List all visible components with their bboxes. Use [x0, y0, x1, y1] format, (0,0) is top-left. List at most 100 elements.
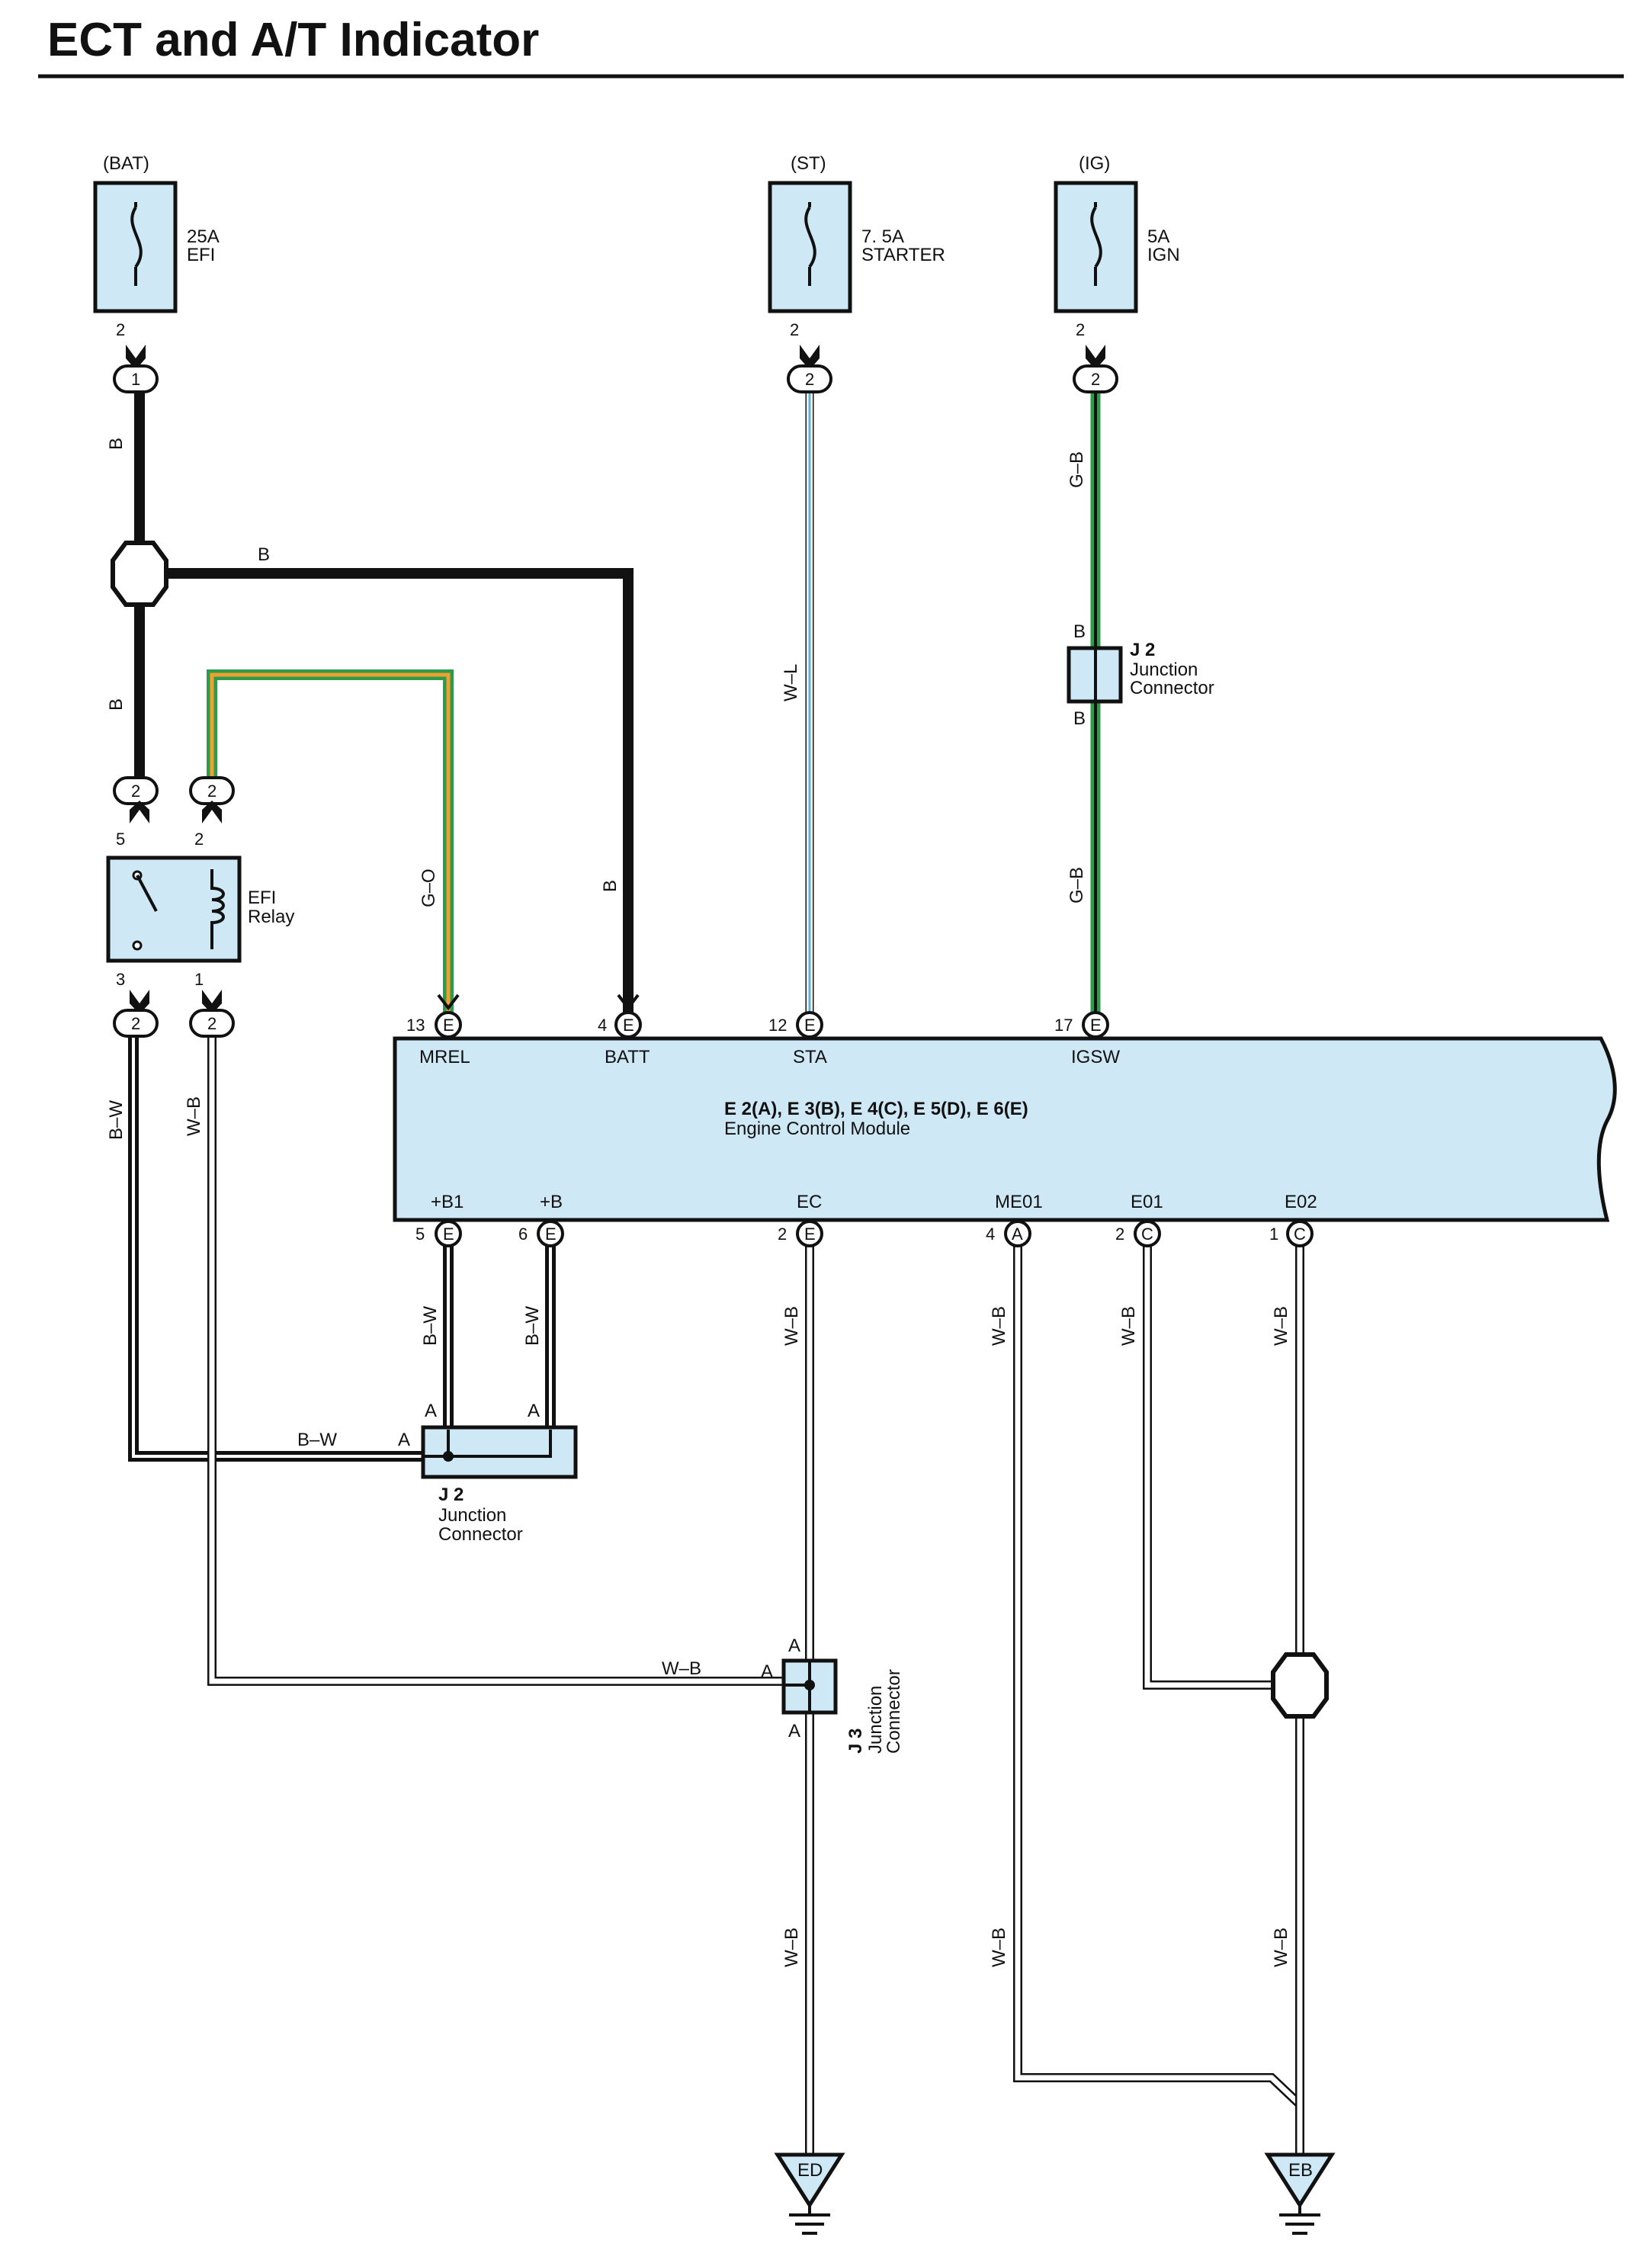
- wire-relay-bw: [128, 1029, 427, 1462]
- ecm-terminal-e02: E02 1 C: [1269, 1192, 1317, 1247]
- terminal-label: ME01: [995, 1192, 1043, 1212]
- wire-label: G–O: [419, 868, 439, 907]
- wire-label: B: [106, 698, 127, 711]
- ecm-terminal-ec: EC 2 E: [778, 1192, 823, 1247]
- splice-octagon: [111, 541, 168, 607]
- connector-oval: [113, 1009, 159, 1038]
- connector-oval: [113, 776, 159, 805]
- relay-terminal-icon: [202, 801, 222, 823]
- switch-contact-icon: [132, 940, 143, 951]
- fuse-box: [1054, 181, 1138, 313]
- terminal-circle: [435, 1011, 462, 1038]
- junction-desc: Junction: [1130, 660, 1198, 680]
- wire-label: W–B: [989, 1928, 1009, 1967]
- junction-desc: Junction: [438, 1505, 506, 1526]
- terminal-circle: [1082, 1011, 1109, 1038]
- wire-label: W–B: [184, 1096, 204, 1136]
- fuse-source-label: (BAT): [103, 153, 149, 174]
- terminal-connector: E: [623, 1016, 634, 1035]
- terminal-label: +B: [540, 1192, 563, 1212]
- fuse-source-label: (IG): [1079, 153, 1110, 174]
- fuse-icon: [1090, 202, 1102, 286]
- terminal-connector: E: [804, 1016, 816, 1035]
- terminal-connector: E: [443, 1225, 454, 1244]
- arrow-icon: [617, 993, 640, 1011]
- wire-me01-white: [1015, 1243, 1303, 2181]
- wire-label: W–B: [989, 1306, 1009, 1346]
- connector-oval: [787, 364, 832, 393]
- wire-label: G–B: [1067, 451, 1087, 488]
- fuse-bat: (BAT) 25A EFI 2 1: [93, 153, 220, 393]
- relay-terminal-icon: [130, 990, 149, 1014]
- wire-batt: [140, 568, 634, 1026]
- terminal-circle: [537, 1220, 564, 1247]
- fuse-terminal-icon: [800, 345, 820, 370]
- relay-terminal-icon: [130, 801, 149, 823]
- fuse-rating: 5A: [1147, 226, 1169, 247]
- wire-label: B: [258, 544, 270, 565]
- terminal-number: 2: [1115, 1225, 1124, 1244]
- wire-label: W–B: [1271, 1306, 1291, 1346]
- fuse-name: STARTER: [861, 245, 945, 265]
- terminal-circle: [796, 1220, 823, 1247]
- fuse-pin: 2: [1076, 320, 1085, 339]
- ecm-terminal-sta: 12 E STA: [768, 1011, 827, 1067]
- wire-mrel-outer: [207, 669, 454, 1026]
- splice-octagon: [1271, 1652, 1329, 1719]
- terminal-connector: E: [804, 1225, 816, 1244]
- connector-pin: 2: [207, 1014, 217, 1033]
- ground-ed: ED: [774, 2152, 845, 2235]
- terminal-number: 4: [986, 1225, 995, 1244]
- wire-relay-bw-stripe: [132, 1029, 427, 1458]
- terminal-connector: E: [1090, 1016, 1102, 1035]
- junction-desc: Connector: [438, 1524, 523, 1545]
- wire-label: W–B: [781, 1306, 802, 1346]
- relay-terminal-icon: [202, 990, 222, 1014]
- ground-label: EB: [1288, 2160, 1313, 2181]
- fuse-terminal-icon: [1086, 345, 1105, 370]
- wire-label: W–B: [1118, 1306, 1139, 1346]
- junction-pin: A: [528, 1401, 540, 1421]
- fuse-pin: 2: [116, 320, 125, 339]
- connector-oval: [113, 364, 159, 393]
- wire-label: W–B: [1271, 1928, 1291, 1967]
- ecm-subtitle: Engine Control Module: [724, 1119, 910, 1139]
- relay-pin: 5: [116, 830, 125, 849]
- terminal-label: BATT: [605, 1047, 650, 1067]
- fuse-icon: [130, 202, 143, 286]
- fuse-icon: [804, 202, 816, 286]
- coil-icon: [210, 869, 225, 949]
- ground-triangle: [774, 2152, 845, 2209]
- junction-name: J 3: [845, 1729, 866, 1754]
- ecm-terminal-batt: 4 E BATT: [598, 1011, 650, 1067]
- engine-control-module: E 2(A), E 3(B), E 4(C), E 5(D), E 6(E) E…: [393, 1011, 1617, 1247]
- switch-arm-icon: [136, 875, 158, 912]
- page-title: ECT and A/T Indicator: [47, 14, 539, 66]
- connector-pin: 2: [131, 1014, 140, 1033]
- terminal-number: 13: [406, 1016, 425, 1035]
- connector-oval: [189, 1009, 235, 1038]
- terminal-connector: A: [1012, 1225, 1023, 1244]
- terminal-label: +B1: [431, 1192, 464, 1212]
- relay-pin: 2: [194, 830, 204, 849]
- terminal-label: STA: [793, 1047, 827, 1067]
- ecm-title: E 2(A), E 3(B), E 4(C), E 5(D), E 6(E): [724, 1099, 1028, 1119]
- wire-coil-wb-white: [209, 1029, 793, 1684]
- ground-icon: [1279, 2205, 1320, 2235]
- wire-label: B: [1073, 708, 1086, 729]
- relay-name: Relay: [248, 907, 294, 927]
- connector-pin: 1: [131, 370, 140, 389]
- ecm-terminal-e01: E01 2 C: [1115, 1192, 1163, 1247]
- junction-pin: A: [788, 1721, 800, 1741]
- wire-me01: [1013, 1243, 1304, 2181]
- terminal-circle: [1286, 1220, 1314, 1247]
- junction-pin: A: [425, 1401, 437, 1421]
- junction-name: J 2: [1130, 640, 1155, 660]
- ecm-terminal-b: +B 6 E: [518, 1192, 564, 1247]
- relay-pin: 1: [194, 970, 204, 989]
- wire-label: B–W: [297, 1430, 337, 1450]
- connector-pin: 2: [131, 782, 140, 801]
- junction-pin: A: [788, 1635, 800, 1656]
- ecm-box: [393, 1036, 1617, 1222]
- ecm-terminal-mrel: 13 E MREL: [406, 1011, 470, 1067]
